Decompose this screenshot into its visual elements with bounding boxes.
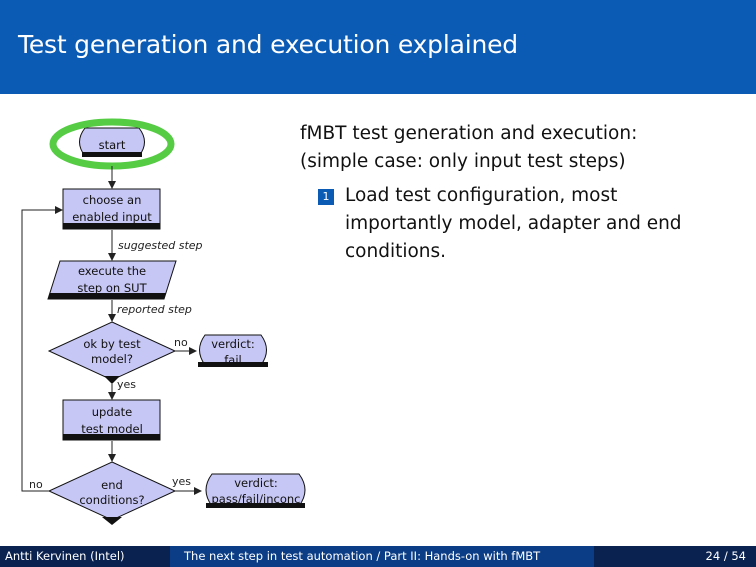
- slide-content: fMBT test generation and execution: (sim…: [300, 120, 740, 262]
- execute-label-1: execute the: [78, 264, 146, 278]
- start-label: start: [99, 138, 126, 152]
- slide-title: Test generation and execution explained: [18, 30, 518, 59]
- footer-author: Antti Kervinen (Intel): [5, 549, 125, 563]
- verdict-end-label-1: verdict:: [234, 476, 278, 490]
- verdict-end-node: verdict: pass/fail/inconc: [205, 473, 306, 508]
- decision2-label-2: conditions?: [79, 493, 144, 507]
- execute-step-node: execute the step on SUT: [47, 260, 177, 300]
- choose-label-1: choose an: [83, 193, 142, 207]
- update-label-1: update: [92, 405, 133, 419]
- decision1-label-1: ok by test: [83, 337, 141, 351]
- update-label-2: test model: [81, 422, 143, 436]
- decision-ok-by-model: ok by test model?: [47, 321, 177, 384]
- decision1-label-2: model?: [91, 352, 133, 366]
- slide-footer: Antti Kervinen (Intel) The next step in …: [0, 546, 756, 567]
- item-number-badge: 1: [318, 189, 334, 205]
- edge-label-suggested: suggested step: [118, 239, 203, 252]
- decision-end-conditions: end conditions?: [47, 461, 177, 525]
- flowchart-diagram: start choose an enabled input execute th…: [0, 94, 330, 538]
- verdict-fail-node: verdict: fail: [198, 334, 268, 367]
- start-node: start: [79, 127, 145, 157]
- edge-label-reported: reported step: [117, 303, 192, 316]
- execute-label-2: step on SUT: [77, 281, 147, 295]
- edge-label-yes-1: yes: [117, 378, 136, 391]
- flow-arrows: [21, 166, 202, 495]
- item-text: Load test configuration, most importantl…: [345, 185, 682, 262]
- slide-header: Test generation and execution explained: [0, 0, 756, 94]
- footer-page-number: 24 / 54: [705, 549, 746, 563]
- content-heading-line2: (simple case: only input test steps): [300, 151, 626, 172]
- decision2-label-1: end: [101, 478, 123, 492]
- edge-label-yes-2: yes: [172, 475, 191, 488]
- footer-title: The next step in test automation / Part …: [170, 546, 594, 567]
- choose-label-2: enabled input: [72, 210, 152, 224]
- edge-label-no-1: no: [174, 336, 188, 349]
- verdict-end-label-2: pass/fail/inconc: [211, 492, 300, 506]
- choose-input-node: choose an enabled input: [62, 188, 161, 230]
- edge-label-no-2: no: [29, 478, 43, 491]
- content-heading-line1: fMBT test generation and execution:: [300, 123, 638, 144]
- update-model-node: update test model: [62, 399, 161, 441]
- verdict-fail-label-1: verdict:: [211, 337, 255, 351]
